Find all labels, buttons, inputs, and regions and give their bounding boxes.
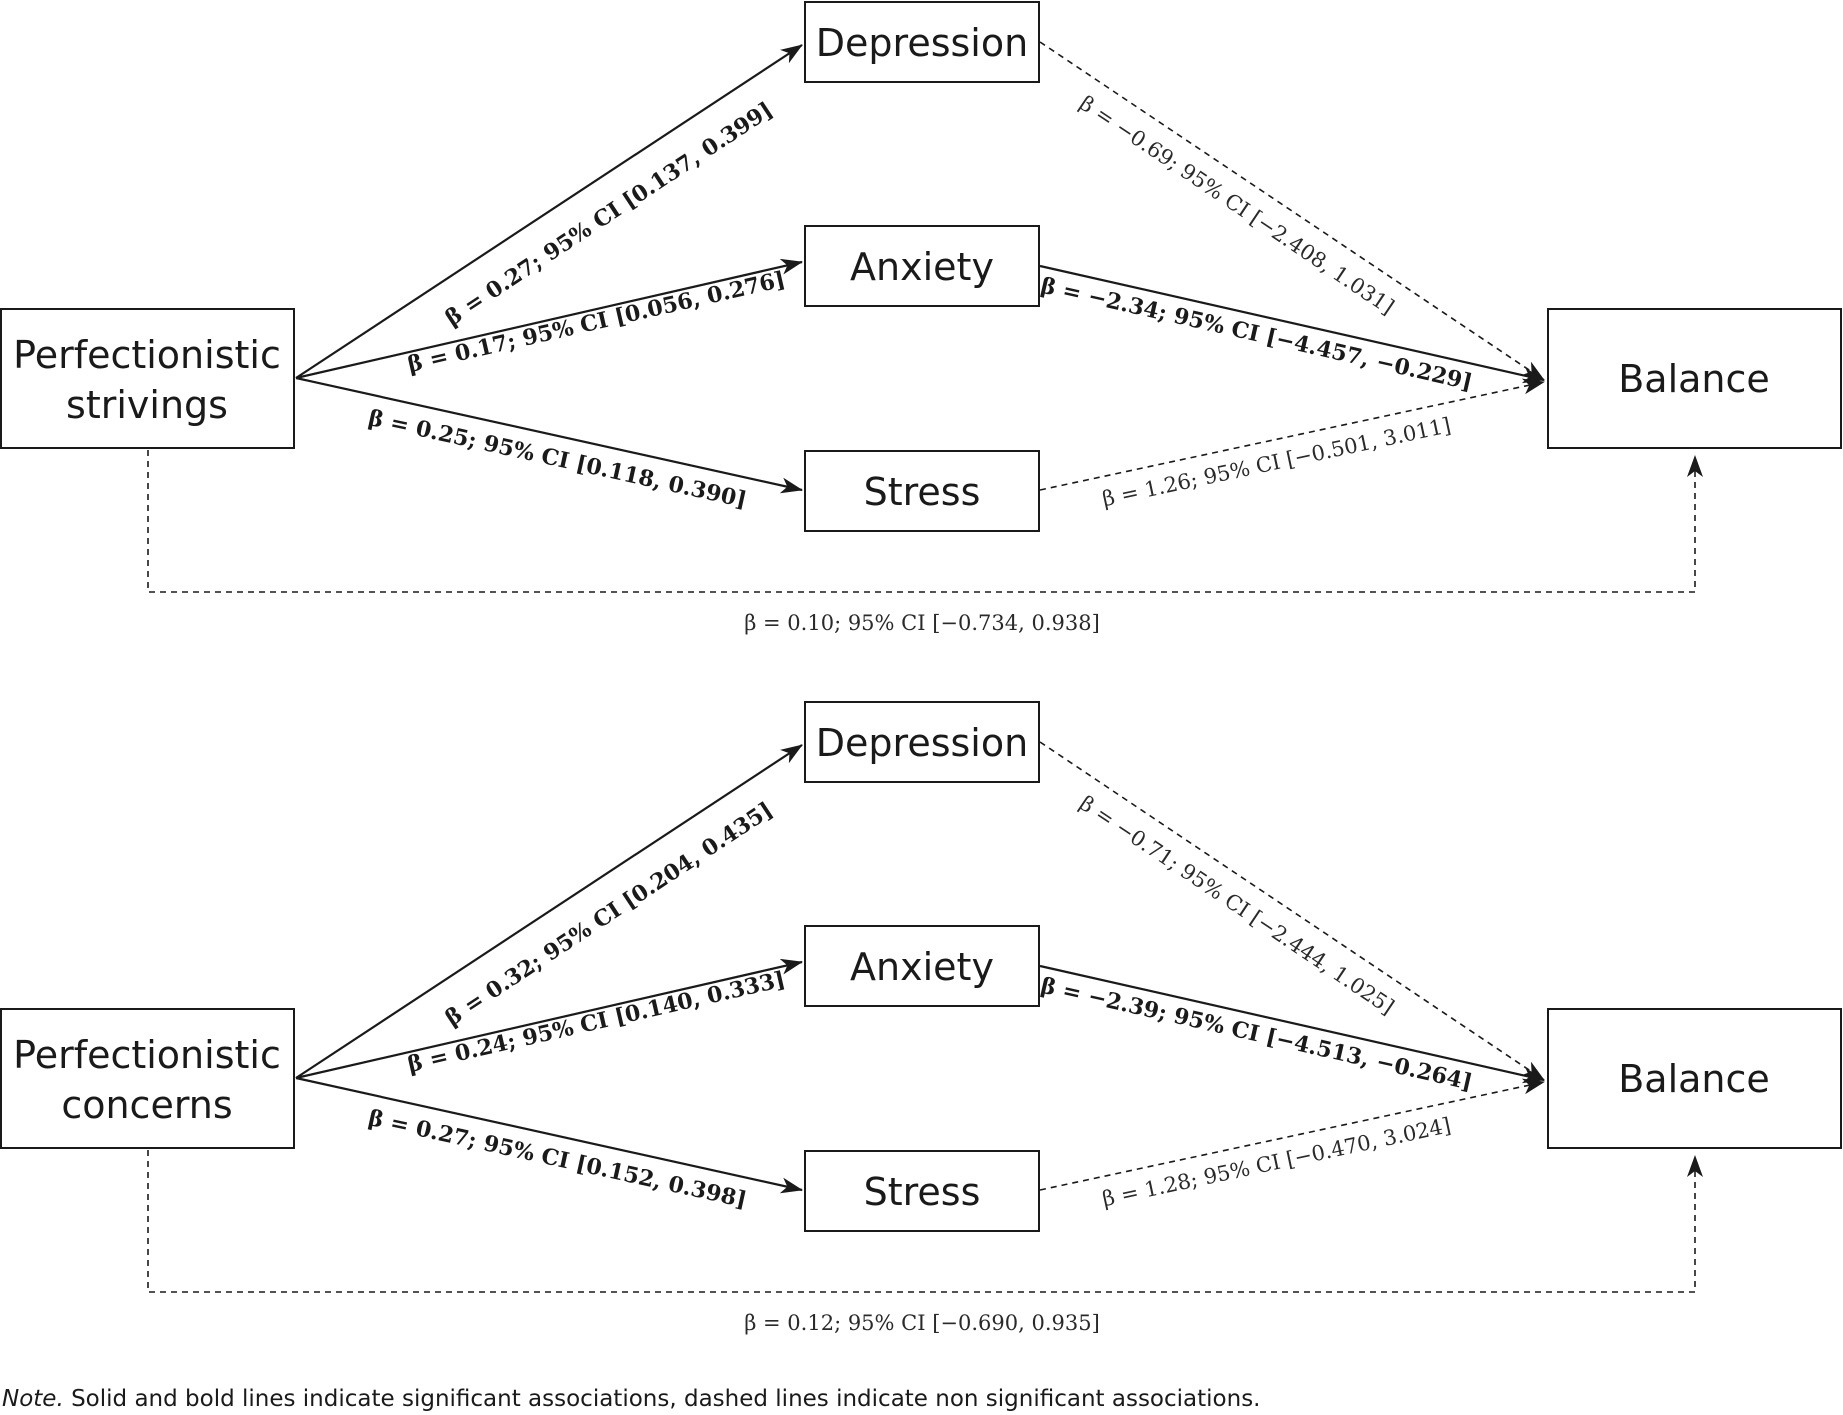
outcome-box	[1547, 308, 1842, 449]
outcome-label: Balance	[1618, 1057, 1770, 1101]
mediator-box-depression	[804, 1, 1040, 83]
path-a-depression	[295, 44, 803, 379]
predictor-label-line2: strivings	[66, 383, 228, 427]
panel-strivings: Perfectionistic strivings Depression Anx…	[0, 1, 1842, 635]
path-a-stress	[295, 376, 803, 494]
label-b-anxiety: β = −2.39; 95% CI [−4.513, −0.264]	[1038, 973, 1474, 1096]
mediator-box-stress	[804, 450, 1040, 532]
mediator-label-stress: Stress	[864, 1170, 981, 1214]
path-direct	[147, 1150, 1703, 1293]
predictor-label-line2: concerns	[61, 1083, 232, 1127]
predictor-label-line1: Perfectionistic	[13, 333, 281, 377]
note-lead: Note.	[2, 1386, 64, 1412]
label-a-stress: β = 0.27; 95% CI [0.152, 0.398]	[366, 1105, 749, 1213]
path-a-depression	[295, 744, 803, 1079]
predictor-box	[0, 308, 295, 449]
label-direct: β = 0.12; 95% CI [−0.690, 0.935]	[744, 1311, 1100, 1335]
path-b-depression	[1039, 41, 1545, 381]
mediator-box-depression	[804, 701, 1040, 783]
mediator-box-anxiety	[804, 925, 1040, 1007]
mediator-box-stress	[804, 1150, 1040, 1232]
figure-note: Note. Solid and bold lines indicate sign…	[2, 1386, 1260, 1412]
mediator-label-anxiety: Anxiety	[850, 945, 994, 989]
label-a-stress: β = 0.25; 95% CI [0.118, 0.390]	[366, 405, 749, 513]
path-b-anxiety	[1039, 964, 1545, 1084]
label-b-stress: β = 1.26; 95% CI [−0.501, 3.011]	[1100, 413, 1453, 511]
outcome-label: Balance	[1618, 357, 1770, 401]
label-b-stress: β = 1.28; 95% CI [−0.470, 3.024]	[1100, 1113, 1453, 1211]
mediator-box-anxiety	[804, 225, 1040, 307]
path-a-anxiety	[295, 958, 803, 1080]
path-direct	[147, 450, 1703, 593]
predictor-label-line1: Perfectionistic	[13, 1033, 281, 1077]
mediator-label-anxiety: Anxiety	[850, 245, 994, 289]
label-direct: β = 0.10; 95% CI [−0.734, 0.938]	[744, 611, 1100, 635]
path-b-anxiety	[1039, 264, 1545, 384]
path-b-stress	[1039, 378, 1545, 491]
note-text: Solid and bold lines indicate significan…	[64, 1386, 1261, 1412]
path-b-depression	[1039, 741, 1545, 1081]
mediator-label-depression: Depression	[816, 721, 1028, 765]
path-a-anxiety	[295, 258, 803, 380]
outcome-box	[1547, 1008, 1842, 1149]
mediator-label-stress: Stress	[864, 470, 981, 514]
mediator-label-depression: Depression	[816, 21, 1028, 65]
path-b-stress	[1039, 1078, 1545, 1191]
label-b-anxiety: β = −2.34; 95% CI [−4.457, −0.229]	[1038, 273, 1474, 396]
predictor-box	[0, 1008, 295, 1149]
path-a-stress	[295, 1076, 803, 1194]
panel-concerns: Perfectionistic concerns Depression Anxi…	[0, 701, 1842, 1335]
